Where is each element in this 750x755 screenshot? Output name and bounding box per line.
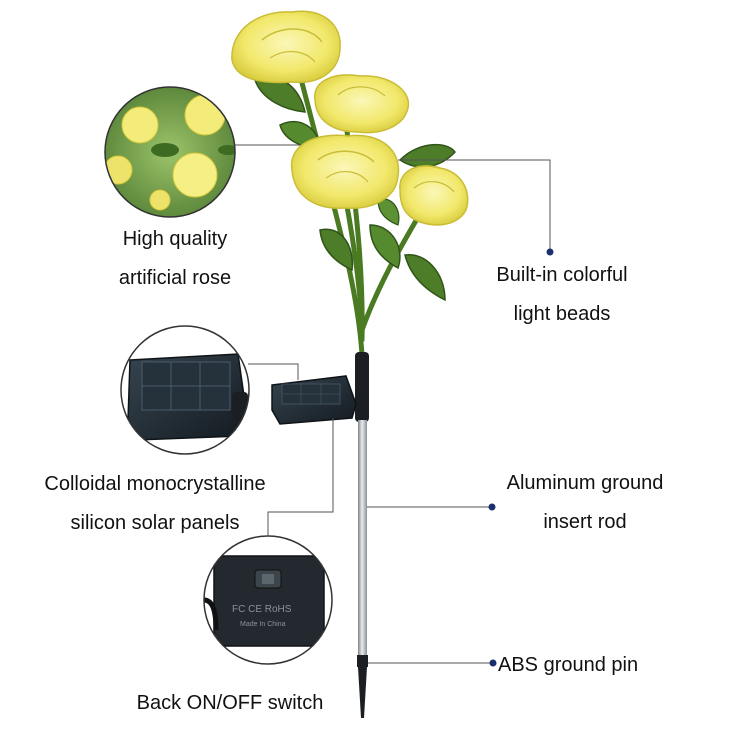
rose-head-front [290,134,400,209]
switch-origin: Made In China [240,621,286,628]
label-rod-line2: insert rod [543,511,627,533]
rose-head-top [231,10,341,84]
callout-dots [488,248,554,667]
label-switch-line1: Back ON/OFF switch [136,692,324,714]
inset-solar-panel [120,325,250,455]
label-light-beads: Built-in colorful light beads [462,256,662,334]
ground-rod [357,420,368,718]
callout-dot-rod [488,503,496,511]
inset-garden-roses [104,86,236,218]
callout-dot-beads [546,248,554,256]
callout-line-beads [398,159,551,252]
label-solar-line1: Colloidal monocrystalline [44,473,266,495]
label-pin-line1: ABS ground pin [498,654,639,676]
lamp-holder [271,352,369,425]
label-solar-panels: Colloidal monocrystalline silicon solar … [10,465,300,543]
callout-line-solar [248,363,299,380]
label-ground-pin: ABS ground pin [498,646,678,685]
inset-back-switch [203,535,333,665]
callout-dot-pin [489,659,497,667]
callout-lines [235,144,551,664]
label-ground-rod: Aluminum ground insert rod [485,464,685,542]
label-artificial-rose: High quality artificial rose [95,220,255,298]
callout-line-switch [267,418,334,536]
label-rose-line1: High quality [122,228,228,250]
rose-head-right [399,165,469,226]
label-solar-line2: silicon solar panels [70,512,240,534]
label-beads-line1: Built-in colorful [496,264,628,286]
label-rod-line1: Aluminum ground [506,472,664,494]
switch-marks: FC CE RoHS [232,604,292,615]
label-beads-line2: light beads [513,303,611,325]
label-back-switch: Back ON/OFF switch [115,684,345,723]
label-rose-line2: artificial rose [118,267,232,289]
rose-head-middle [314,74,410,134]
